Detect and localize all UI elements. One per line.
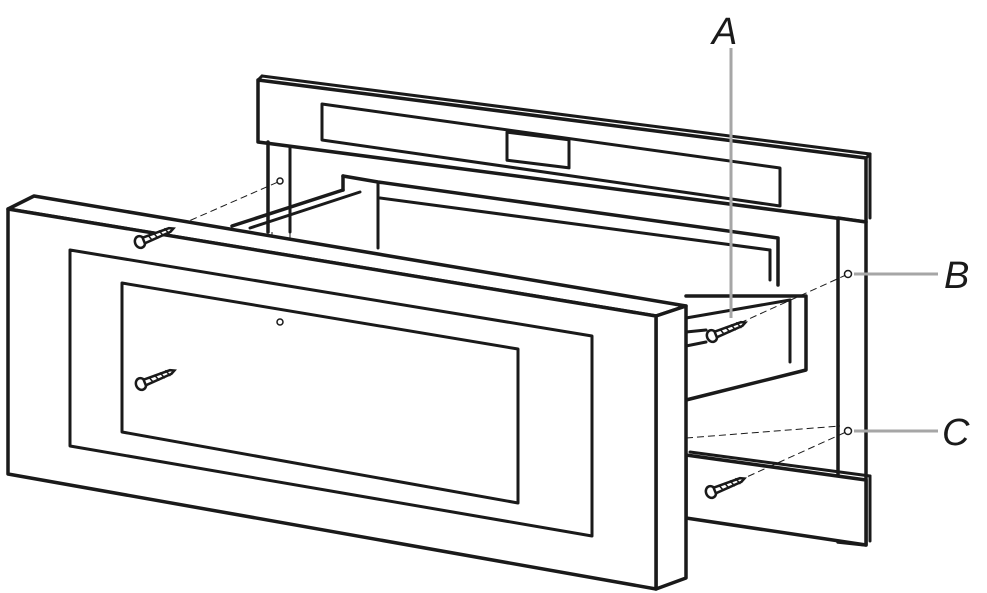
panel-front-face [6,207,658,591]
drawer-box [230,174,808,402]
screw-holes [276,177,853,436]
panel-side-face [654,304,688,591]
drawer-right-wall [684,294,808,402]
screw-hole-b [843,269,853,279]
screw-hole [276,177,284,185]
screw-left-lower [134,368,177,392]
screw-a [705,320,748,344]
drawer-front-panel [6,194,688,591]
cabinet-frame [256,74,872,547]
hidden-line [685,425,841,439]
drawer-back-wall [341,174,780,287]
screws [133,226,748,500]
callout-leaders [729,48,938,433]
callout-label-a: A [710,11,737,53]
screw-left-upper [133,226,176,250]
callout-label-b: B [944,255,969,297]
drawer-left-wall [230,188,345,228]
screw-c [704,476,747,500]
panel-inset-frame [68,248,594,538]
panel-glass-window [120,281,520,505]
screw-hole [276,318,284,326]
callout-label-c: C [942,412,970,454]
display-window [505,130,571,170]
screw-hole-c [843,426,853,436]
